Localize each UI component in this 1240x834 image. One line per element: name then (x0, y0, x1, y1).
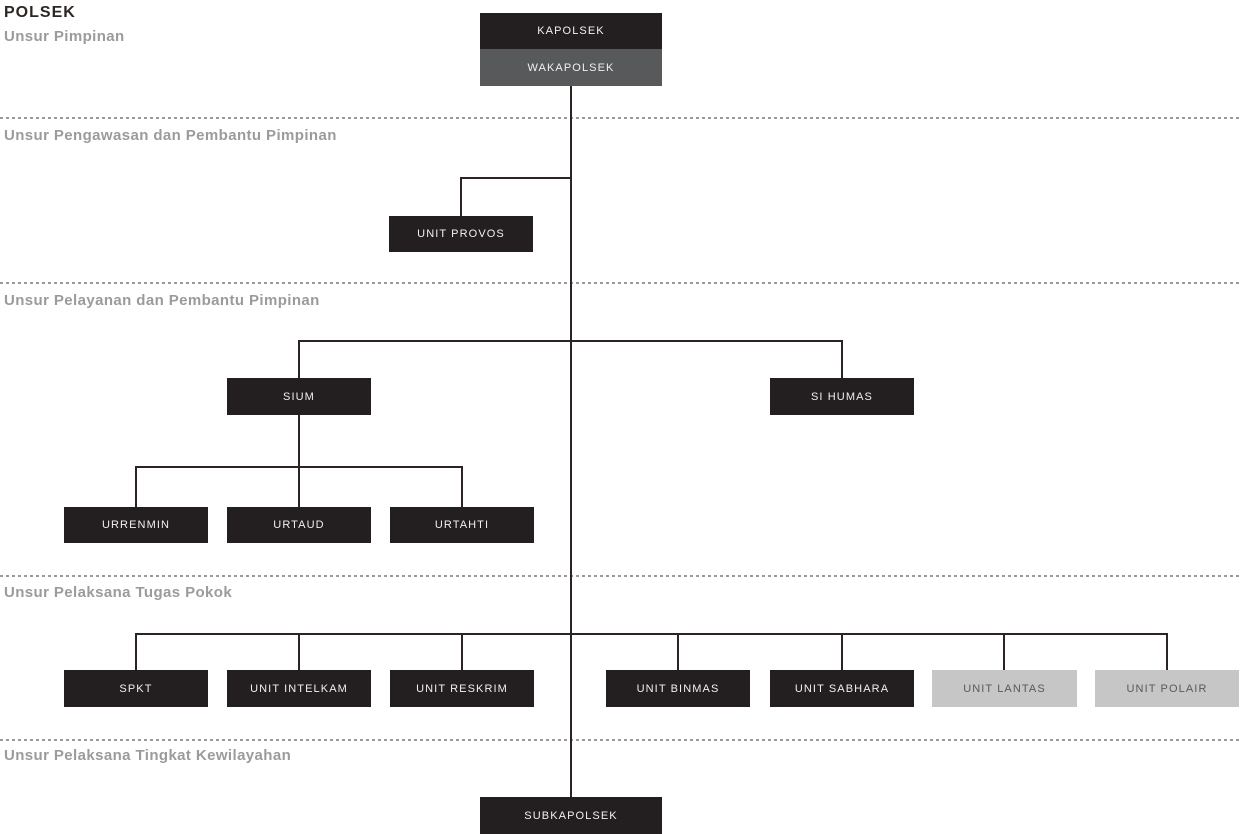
connector-provos-horizontal (460, 177, 572, 179)
connector-intelkam-drop (298, 633, 300, 670)
connector-main-vertical (570, 86, 572, 797)
connector-polair-drop (1166, 633, 1168, 670)
connector-provos-drop (460, 177, 462, 216)
connector-lantas-drop (1003, 633, 1005, 670)
connector-urtaud-drop (298, 466, 300, 507)
node-spkt: SPKT (64, 670, 208, 707)
section-label-unsur-pengawasan: Unsur Pengawasan dan Pembantu Pimpinan (4, 127, 337, 144)
section-label-unsur-pelaksana-tugas-pokok: Unsur Pelaksana Tugas Pokok (4, 584, 233, 601)
node-unit-provos: UNIT PROVOS (389, 216, 533, 252)
node-unit-binmas: UNIT BINMAS (606, 670, 750, 707)
connector-sium-top-drop (298, 340, 300, 378)
node-urtahti: URTAHTI (390, 507, 534, 543)
connector-urrenmin-drop (135, 466, 137, 507)
connector-sium-stem (298, 415, 300, 466)
section-divider-2 (0, 282, 1240, 284)
connector-spkt-drop (135, 633, 137, 670)
section-label-unsur-pelaksana-kewilayahan: Unsur Pelaksana Tingkat Kewilayahan (4, 747, 292, 764)
section-divider-1 (0, 117, 1240, 119)
node-unit-sabhara: UNIT SABHARA (770, 670, 914, 707)
connector-reskrim-drop (461, 633, 463, 670)
section-label-unsur-pelayanan: Unsur Pelayanan dan Pembantu Pimpinan (4, 292, 320, 309)
section-divider-3 (0, 575, 1240, 577)
node-unit-intelkam: UNIT INTELKAM (227, 670, 371, 707)
node-urtaud: URTAUD (227, 507, 371, 543)
node-subkapolsek: SUBKAPOLSEK (480, 797, 662, 834)
connector-units-bus (135, 633, 1168, 635)
connector-sihumas-drop (841, 340, 843, 378)
node-urrenmin: URRENMIN (64, 507, 208, 543)
node-unit-polair: UNIT POLAIR (1095, 670, 1239, 707)
node-sium: SIUM (227, 378, 371, 415)
connector-service-row-horizontal (298, 340, 843, 342)
node-unit-lantas: UNIT LANTAS (932, 670, 1077, 707)
node-kapolsek: KAPOLSEK (480, 13, 662, 49)
connector-binmas-drop (677, 633, 679, 670)
connector-sabhara-drop (841, 633, 843, 670)
connector-urtahti-drop (461, 466, 463, 507)
page-title: POLSEK (4, 4, 76, 21)
section-label-unsur-pimpinan: Unsur Pimpinan (4, 28, 125, 45)
node-si-humas: SI HUMAS (770, 378, 914, 415)
section-divider-4 (0, 739, 1240, 741)
node-unit-reskrim: UNIT RESKRIM (390, 670, 534, 707)
node-wakapolsek: WAKAPOLSEK (480, 49, 662, 86)
